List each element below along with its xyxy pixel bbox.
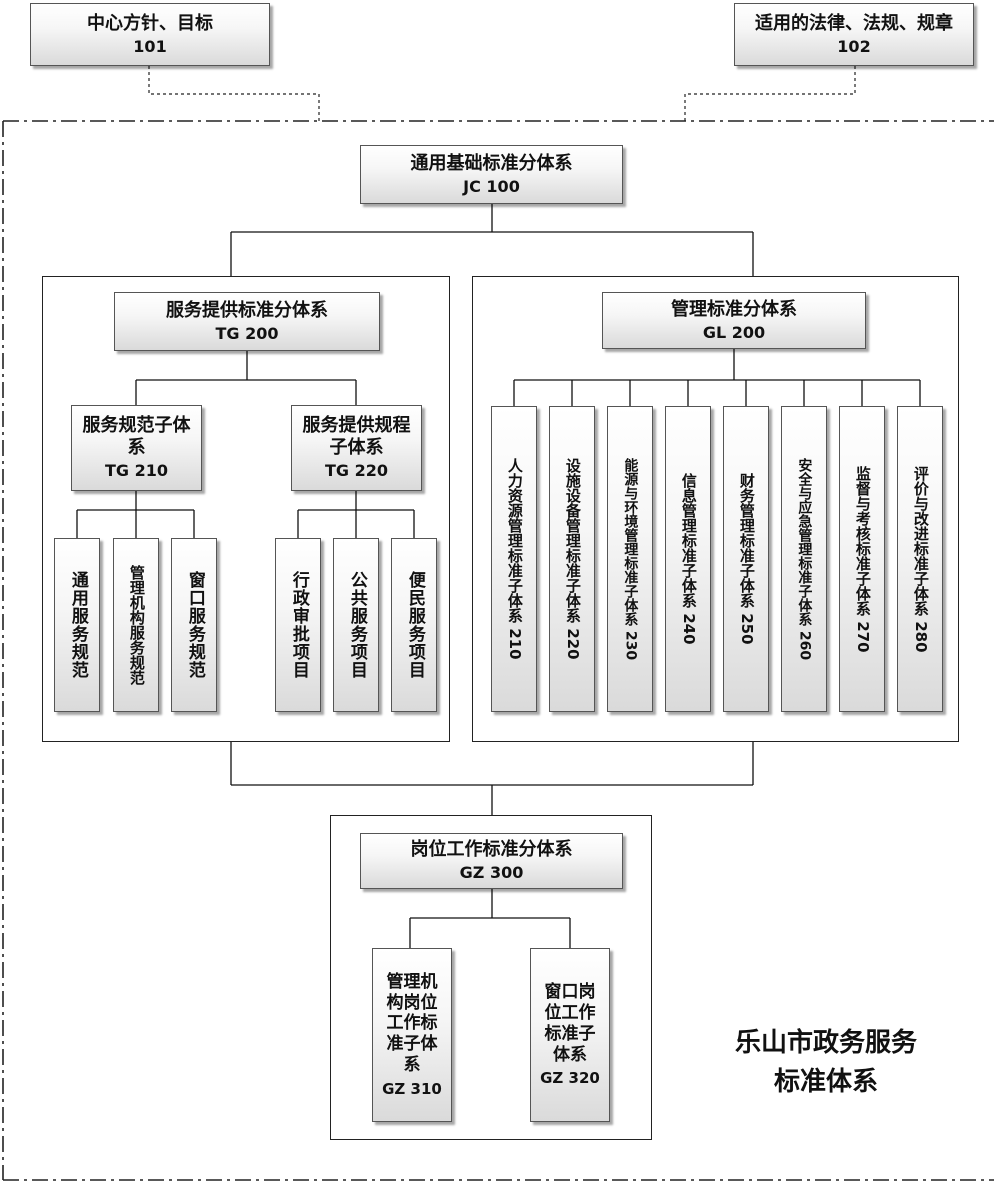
tg220-item-1: 公共服务项目 xyxy=(333,538,379,712)
gl-item-230-label: 能源与环境管理标准子体系 230 xyxy=(622,457,639,661)
gl-item-210: 人力资源管理标准子体系 210 xyxy=(491,406,537,712)
tg220-title: 服务提供规程子体系 xyxy=(302,415,411,459)
policy-title: 中心方针、目标 xyxy=(87,12,213,34)
tg210-item-1-label: 管理机构服务规范 xyxy=(127,565,146,685)
tg200-title: 服务提供标准分体系 xyxy=(166,299,328,321)
gz310-box: 管理机构岗位工作标准子体系 GZ 310 xyxy=(372,948,452,1122)
gl-item-240-label: 信息管理标准子体系 240 xyxy=(679,473,698,645)
gz320-title: 窗口岗位工作标准子体系 xyxy=(544,982,596,1065)
caption-line-2: 标准体系 xyxy=(773,1067,878,1097)
gz310-code: GZ 310 xyxy=(382,1079,442,1098)
diagram-caption: 乐山市政务服务 标准体系 xyxy=(716,1024,936,1102)
gl-group-frame xyxy=(472,276,959,742)
jc100-title: 通用基础标准分体系 xyxy=(410,152,573,174)
gz-group-frame xyxy=(330,815,652,1140)
tg200-box: 服务提供标准分体系 TG 200 xyxy=(114,292,380,351)
tg210-code: TG 210 xyxy=(104,461,168,481)
gz310-title: 管理机构岗位工作标准子体系 xyxy=(386,972,438,1075)
tg220-item-0: 行政审批项目 xyxy=(275,538,321,712)
tg220-item-2-label: 便民服务项目 xyxy=(404,571,425,679)
gl-item-220: 设施设备管理标准子体系 220 xyxy=(549,406,595,712)
gl-item-240: 信息管理标准子体系 240 xyxy=(665,406,711,712)
policy-link xyxy=(148,66,320,121)
tg210-box: 服务规范子体系 TG 210 xyxy=(71,405,202,491)
gl-item-280: 评价与改进标准子体系 280 xyxy=(897,406,943,712)
tg210-title: 服务规范子体系 xyxy=(82,415,191,459)
tg220-item-2: 便民服务项目 xyxy=(391,538,437,712)
gz320-box: 窗口岗位工作标准子体系 GZ 320 xyxy=(530,948,610,1122)
gl-item-280-label: 评价与改进标准子体系 280 xyxy=(911,465,930,653)
jc100-box: 通用基础标准分体系 JC 100 xyxy=(360,145,623,204)
caption-line-1: 乐山市政务服务 xyxy=(734,1028,917,1058)
gl-item-220-label: 设施设备管理标准子体系 220 xyxy=(563,458,582,660)
tg210-item-1: 管理机构服务规范 xyxy=(113,538,159,712)
gl-item-250: 财务管理标准子体系 250 xyxy=(723,406,769,712)
laws-box: 适用的法律、法规、规章 102 xyxy=(734,3,974,66)
gl-item-270: 监督与考核标准子体系 270 xyxy=(839,406,885,712)
gl200-box: 管理标准分体系 GL 200 xyxy=(602,292,866,349)
jc100-code: JC 100 xyxy=(463,176,520,196)
gl-item-250-label: 财务管理标准子体系 250 xyxy=(737,473,756,645)
gl-item-230: 能源与环境管理标准子体系 230 xyxy=(607,406,653,712)
gl-item-260-label: 安全与应急管理标准子体系 260 xyxy=(796,457,813,661)
gl-item-210-label: 人力资源管理标准子体系 210 xyxy=(505,458,524,660)
tg210-item-2: 窗口服务规范 xyxy=(171,538,217,712)
tg220-code: TG 220 xyxy=(324,461,388,481)
policy-code: 101 xyxy=(133,36,167,56)
gl200-code: GL 200 xyxy=(702,322,766,342)
gz300-code: GZ 300 xyxy=(459,863,524,883)
gl200-title: 管理标准分体系 xyxy=(671,298,797,320)
tg220-item-1-label: 公共服务项目 xyxy=(346,571,367,679)
laws-code: 102 xyxy=(837,36,871,56)
laws-link xyxy=(684,66,856,121)
outer-frame xyxy=(2,120,994,1181)
tg200-code: TG 200 xyxy=(215,323,279,343)
tg210-item-2-label: 窗口服务规范 xyxy=(184,571,205,679)
gz300-title: 岗位工作标准分体系 xyxy=(410,839,573,861)
gz320-code: GZ 320 xyxy=(540,1069,600,1088)
tg210-item-0-label: 通用服务规范 xyxy=(67,571,88,679)
gl-item-260: 安全与应急管理标准子体系 260 xyxy=(781,406,827,712)
laws-title: 适用的法律、法规、规章 xyxy=(755,12,953,34)
tg220-item-0-label: 行政审批项目 xyxy=(288,571,309,679)
policy-box: 中心方针、目标 101 xyxy=(30,3,270,66)
tg220-box: 服务提供规程子体系 TG 220 xyxy=(291,405,422,491)
tg210-item-0: 通用服务规范 xyxy=(54,538,100,712)
gz300-box: 岗位工作标准分体系 GZ 300 xyxy=(360,833,623,889)
tg-group-frame xyxy=(42,276,450,742)
gl-item-270-label: 监督与考核标准子体系 270 xyxy=(853,465,872,653)
